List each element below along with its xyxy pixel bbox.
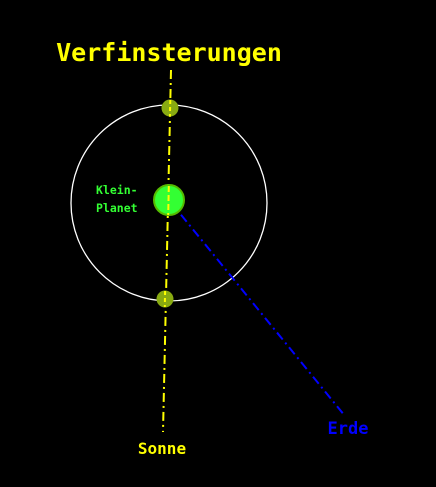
diagram-title: Verfinsterungen [56,38,282,67]
earth-direction-line [168,199,346,417]
earth-label: Erde [328,419,369,439]
sun-label: Sonne [138,439,186,458]
sun-line-over-planet [167,185,170,216]
sun-direction-line [162,69,172,433]
planet-label-line-1: Klein- [96,183,138,197]
planet-label-line-2: Planet [96,201,138,215]
